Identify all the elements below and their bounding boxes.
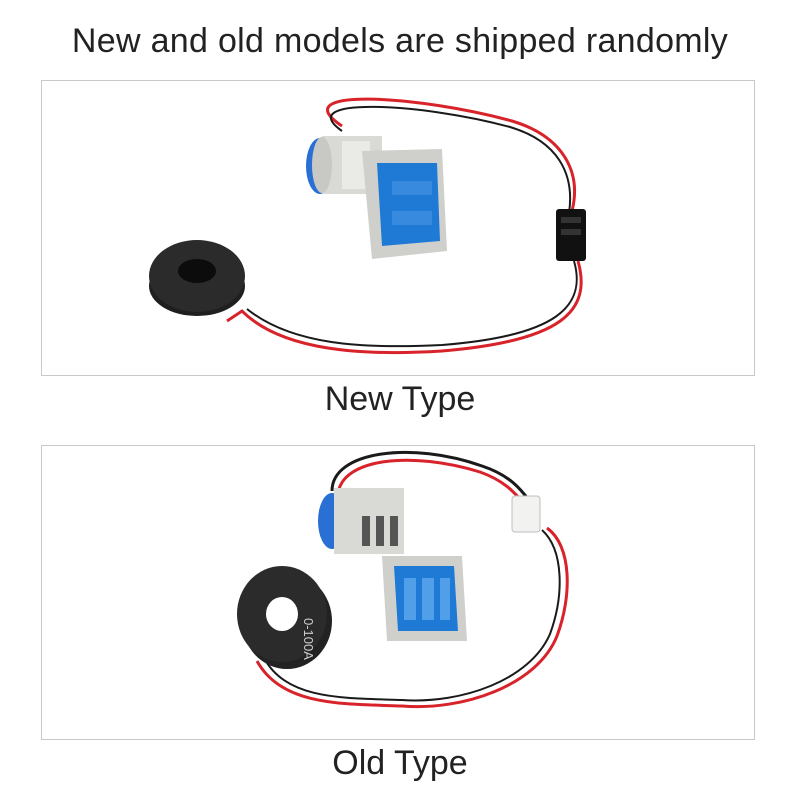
connector: [511, 495, 541, 533]
old-type-panel: 0-100A: [41, 445, 755, 740]
new-type-panel: [41, 80, 755, 376]
new-type-product-photo: [149, 97, 586, 355]
old-type-caption: Old Type: [332, 744, 468, 782]
meter-display: [377, 163, 440, 246]
page-headline: New and old models are shipped randomly: [71, 22, 729, 60]
new-type-caption: New Type: [324, 380, 476, 418]
old-type-product-photo: 0-100A: [237, 450, 569, 709]
coil-label: 0-100A: [301, 618, 316, 660]
